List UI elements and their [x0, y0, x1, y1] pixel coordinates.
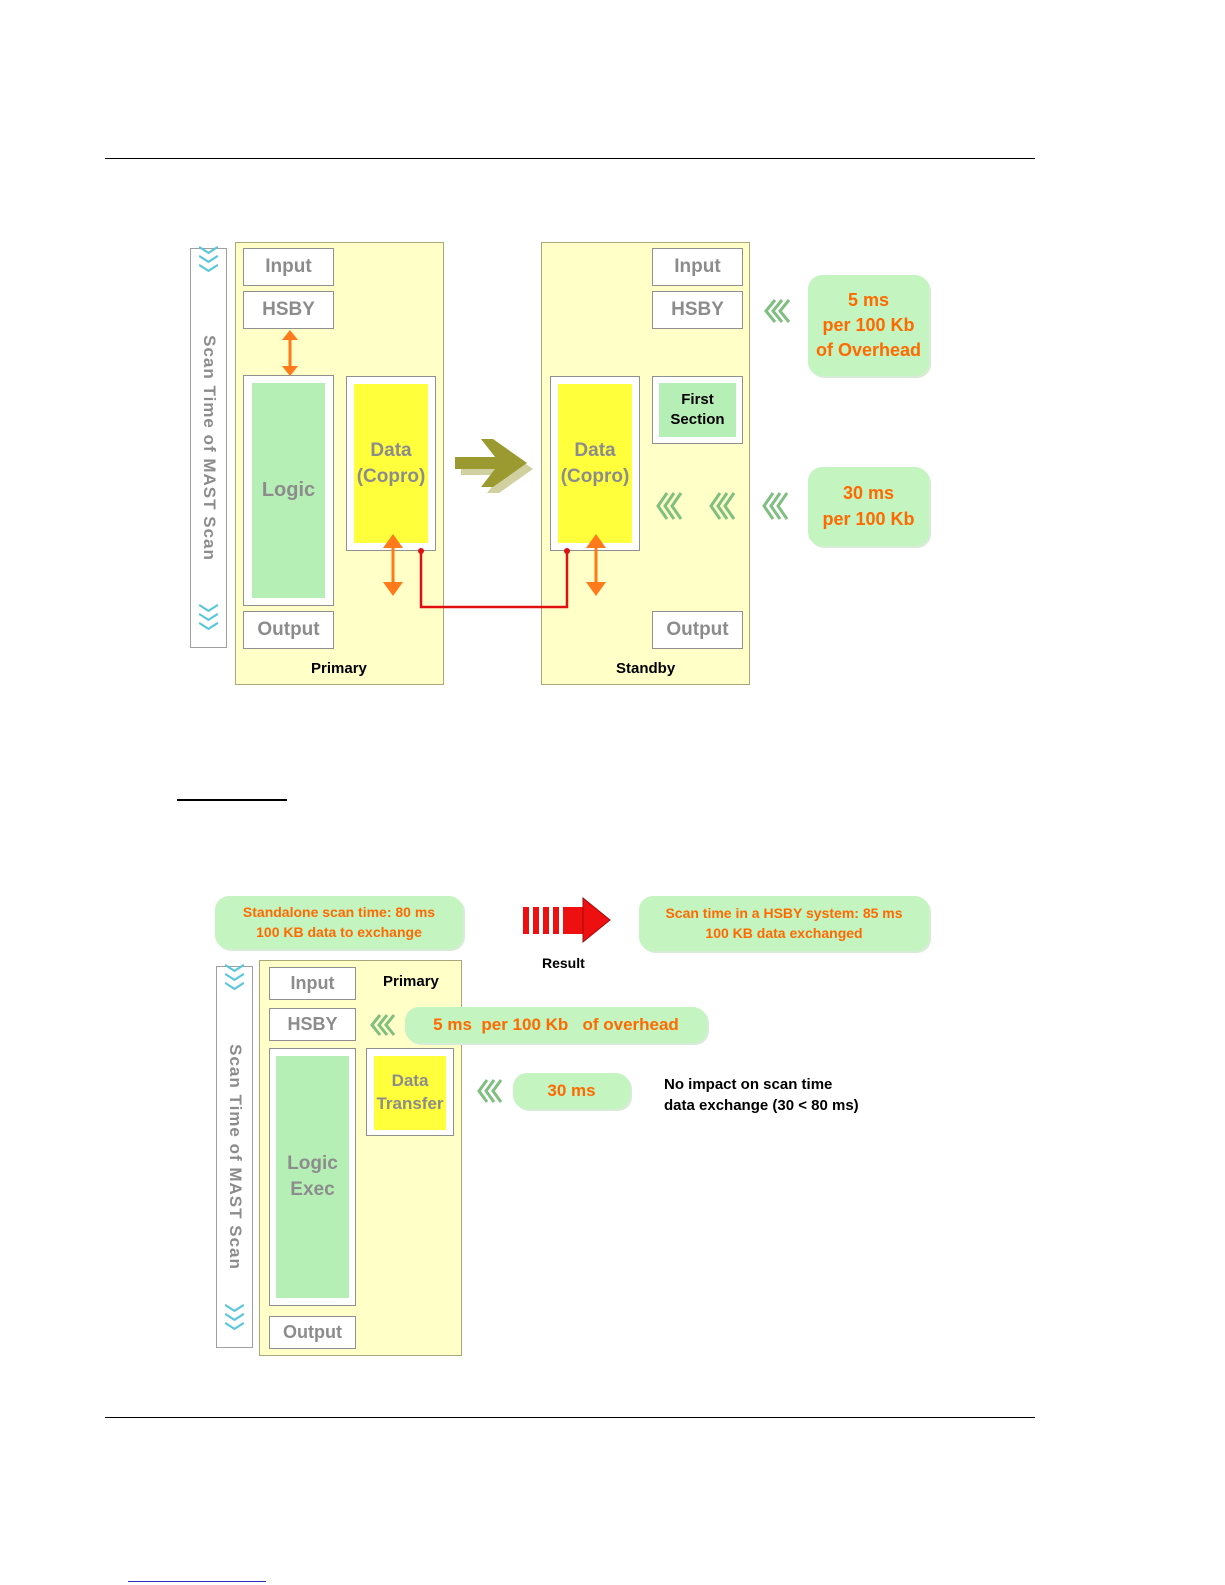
primary-input-block: Input — [243, 248, 334, 286]
primary-data-block: Data (Copro) — [354, 384, 428, 543]
overhead-bubble: 5 ms per 100 Kb of Overhead — [808, 275, 929, 376]
double-arrow-vertical-icon — [282, 330, 298, 376]
double-arrow-vertical-icon — [586, 534, 606, 596]
standby-data-frame: Data (Copro) — [550, 376, 640, 551]
triple-chevron-left-icon — [709, 492, 736, 520]
triple-chevron-left-icon — [477, 1079, 503, 1103]
section-underline — [177, 799, 287, 801]
bottom-rule — [105, 1417, 1035, 1418]
data-link-line — [418, 548, 570, 609]
transfer-bubble-2: 30 ms — [513, 1073, 630, 1109]
transfer-bubble: 30 ms per 100 Kb — [808, 467, 929, 546]
scan-time-bar: ﹀﹀﹀ Scan Time of MAST Scan ﹀﹀﹀ — [190, 247, 227, 648]
footer-underline — [128, 1581, 266, 1582]
big-arrow-right-icon — [455, 439, 533, 493]
logic-exec-block: Logic Exec — [276, 1056, 349, 1298]
double-arrow-vertical-icon — [383, 534, 403, 596]
primary-hsby-block-2: HSBY — [269, 1008, 356, 1041]
standby-first-section-block: First Section — [659, 383, 736, 437]
standby-hsby-block: HSBY — [652, 291, 743, 329]
data-transfer-block: Data Transfer — [374, 1056, 446, 1130]
primary-data-frame: Data (Copro) — [346, 376, 436, 551]
primary-output-block-2: Output — [269, 1316, 356, 1349]
primary-hsby-block: HSBY — [243, 291, 334, 329]
primary-input-block-2: Input — [269, 967, 356, 1000]
triple-chevron-left-icon — [656, 492, 683, 520]
triple-chevron-left-icon — [370, 1014, 396, 1036]
overhead-bubble-2: 5 ms per 100 Kb of overhead — [405, 1007, 707, 1043]
logic-exec-frame: Logic Exec — [269, 1048, 356, 1306]
primary-caption: Primary — [311, 660, 367, 677]
triple-chevron-left-icon — [764, 299, 791, 323]
primary-caption-2: Primary — [383, 973, 439, 990]
no-impact-note: No impact on scan time data exchange (30… — [664, 1076, 859, 1114]
primary-logic-frame: Logic — [243, 375, 334, 606]
standby-first-section-frame: First Section — [652, 376, 743, 444]
result-label: Result — [542, 955, 585, 971]
data-transfer-frame: Data Transfer — [366, 1048, 454, 1136]
triple-chevron-left-icon — [762, 492, 789, 520]
standby-caption: Standby — [616, 660, 676, 677]
standalone-bubble: Standalone scan time: 80 ms 100 KB data … — [215, 896, 463, 949]
primary-logic-block: Logic — [252, 383, 325, 598]
scan-time-bar-2: ﹀﹀﹀ Scan Time of MAST Scan ﹀﹀﹀ — [216, 965, 253, 1348]
standby-data-block: Data (Copro) — [558, 384, 632, 543]
standby-input-block: Input — [652, 248, 743, 286]
primary-output-block: Output — [243, 611, 334, 649]
standby-output-block: Output — [652, 611, 743, 649]
hsby-result-bubble: Scan time in a HSBY system: 85 ms 100 KB… — [639, 896, 929, 951]
result-arrow-icon — [523, 896, 611, 944]
top-rule — [105, 158, 1035, 159]
